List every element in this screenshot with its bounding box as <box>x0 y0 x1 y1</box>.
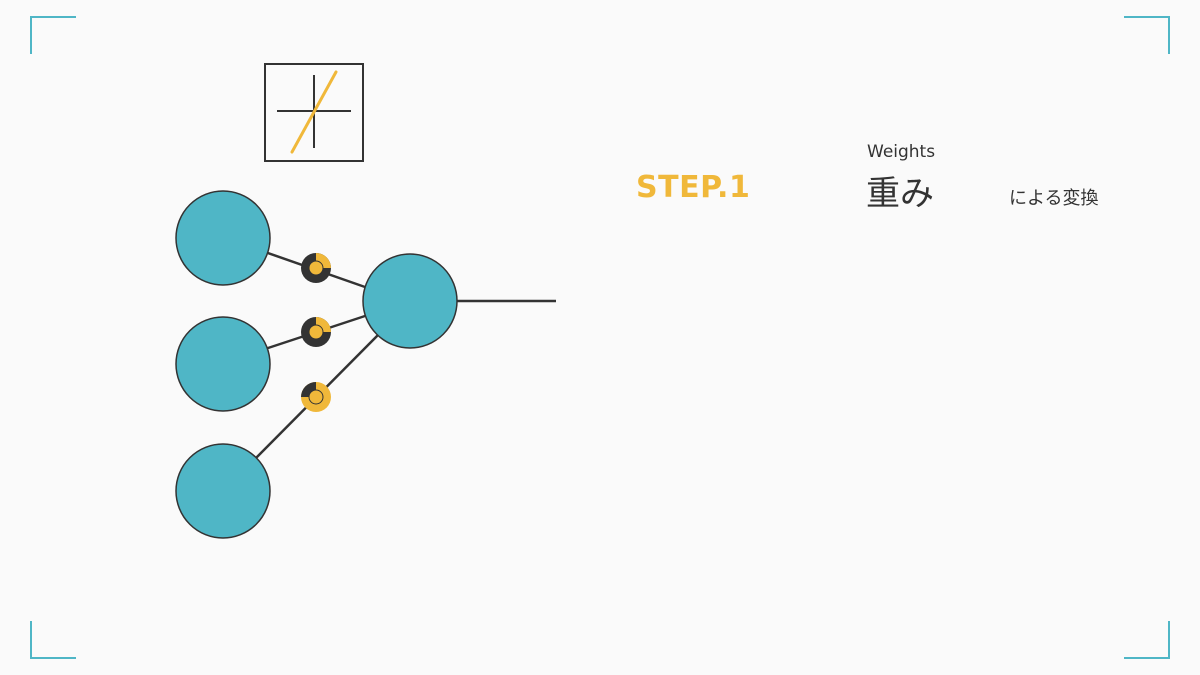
weight-indicator-2 <box>301 317 331 347</box>
corner-bracket-bottom-left <box>30 621 76 659</box>
weights-label-ja: 重み <box>866 174 934 214</box>
corner-bracket-top-left <box>30 16 76 54</box>
output-node <box>362 253 458 349</box>
weight-indicator-1 <box>301 253 331 283</box>
plot-axes-with-line-icon <box>264 63 364 162</box>
transform-label: による変換 <box>1009 188 1099 209</box>
corner-bracket-bottom-right <box>1124 621 1170 659</box>
weight-indicator-3 <box>301 382 331 412</box>
plot-icon-line <box>290 70 338 154</box>
input-node-2 <box>175 316 271 412</box>
input-node-1 <box>175 190 271 286</box>
plot-icon-frame <box>264 63 364 162</box>
step-label: STEP.1 <box>636 170 751 205</box>
weights-label-en: Weights <box>867 142 936 162</box>
corner-bracket-top-right <box>1124 16 1170 54</box>
input-node-3 <box>175 443 271 539</box>
